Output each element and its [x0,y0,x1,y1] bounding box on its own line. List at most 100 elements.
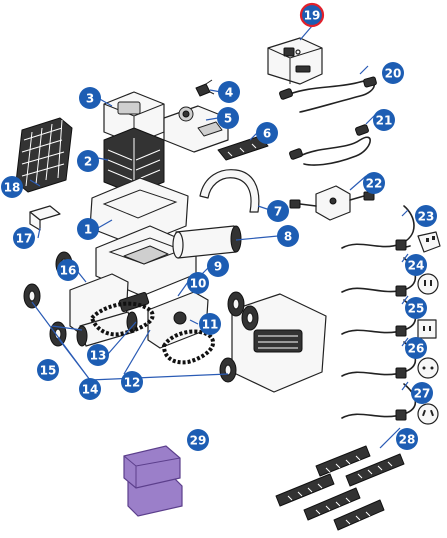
callout-23: 23 [415,205,437,227]
callout-circle [77,150,99,172]
callout-number: 9 [214,260,222,274]
callout-4: 4 [218,81,240,103]
callout-number: 22 [366,177,383,191]
callout-circle [57,259,79,281]
part-filter-panel [15,117,73,193]
callout-number: 2 [84,155,92,169]
callout-circle [217,107,239,129]
callout-number: 20 [385,67,402,81]
part-side-plate [147,291,209,349]
callout-number: 13 [90,349,107,363]
callout-12: 12 [121,371,143,393]
callout-number: 14 [82,383,99,397]
callout-17: 17 [13,227,35,249]
callout-number: 19 [304,9,321,23]
part-extension-cable [289,124,371,166]
part-wheels [23,251,259,383]
callout-21: 21 [373,109,395,131]
part-plug-adapter-23 [341,205,441,253]
part-handle [199,169,260,213]
callout-circle [79,87,101,109]
part-small-tag [29,205,61,231]
callout-9: 9 [207,255,229,277]
callout-19: 19 [299,2,325,28]
callout-circle [405,254,427,276]
callout-18: 18 [1,176,23,198]
part-power-cable [279,76,377,113]
callout-circle [411,382,433,404]
callout-6: 6 [256,122,278,144]
callout-number: 11 [202,318,219,332]
callout-circle [1,176,23,198]
callout-3: 3 [79,87,101,109]
leader-lines [29,65,409,449]
callout-number: 12 [124,376,141,390]
callout-circle [415,205,437,227]
callout-circle [13,227,35,249]
callout-number: 5 [224,112,232,126]
callout-circle [373,109,395,131]
callout-circle [363,172,385,194]
callout-circle [267,200,289,222]
part-bracket [217,135,269,161]
callout-circle [256,122,278,144]
part-drive-track [89,301,216,365]
part-top-lid [103,91,165,145]
part-foam-pads [123,445,183,517]
callout-circle [121,371,143,393]
callout-2: 2 [77,150,99,172]
callout-circle [218,81,240,103]
callout-24: 24 [405,254,427,276]
callout-number: 4 [225,86,233,100]
callout-number: 27 [414,387,431,401]
callout-circle [87,344,109,366]
callout-circle [396,428,418,450]
callout-circle [187,272,209,294]
callout-number: 17 [16,232,33,246]
callout-number: 15 [40,364,57,378]
callout-number: 7 [274,205,282,219]
callout-25: 25 [405,297,427,319]
leader-19 [299,25,313,41]
callout-number: 3 [86,92,94,106]
callout-number: 6 [263,127,271,141]
callout-circle [405,337,427,359]
part-clip [195,79,215,97]
callout-number: 16 [60,264,77,278]
callout-circle [199,313,221,335]
callout-circle [37,359,59,381]
callout-14: 14 [79,378,101,400]
part-plug-adapter-24 [341,257,439,297]
callout-number: 8 [284,230,292,244]
callout-11: 11 [199,313,221,335]
part-brush-strips [275,445,405,531]
callout-circle [299,2,325,28]
callout-10: 10 [187,272,209,294]
callout-number: 26 [408,342,425,356]
part-swivel-connector [289,185,375,221]
callout-circle [77,218,99,240]
callout-27: 27 [411,382,433,404]
callout-number: 25 [408,302,425,316]
callout-number: 24 [408,259,425,273]
callout-number: 21 [376,114,393,128]
part-power-supply [267,37,323,85]
callout-number: 18 [4,181,21,195]
callout-26: 26 [405,337,427,359]
callout-20: 20 [382,62,404,84]
callout-5: 5 [217,107,239,129]
callout-circle [277,225,299,247]
callout-number: 28 [399,433,416,447]
callout-circle [79,378,101,400]
callout-28: 28 [396,428,418,450]
callout-circle [405,297,427,319]
callout-13: 13 [87,344,109,366]
part-plug-adapter-26 [341,341,439,379]
part-motor-assembly [163,105,229,153]
part-filter-basket [103,127,165,195]
callout-number: 23 [418,210,435,224]
callout-16: 16 [57,259,79,281]
